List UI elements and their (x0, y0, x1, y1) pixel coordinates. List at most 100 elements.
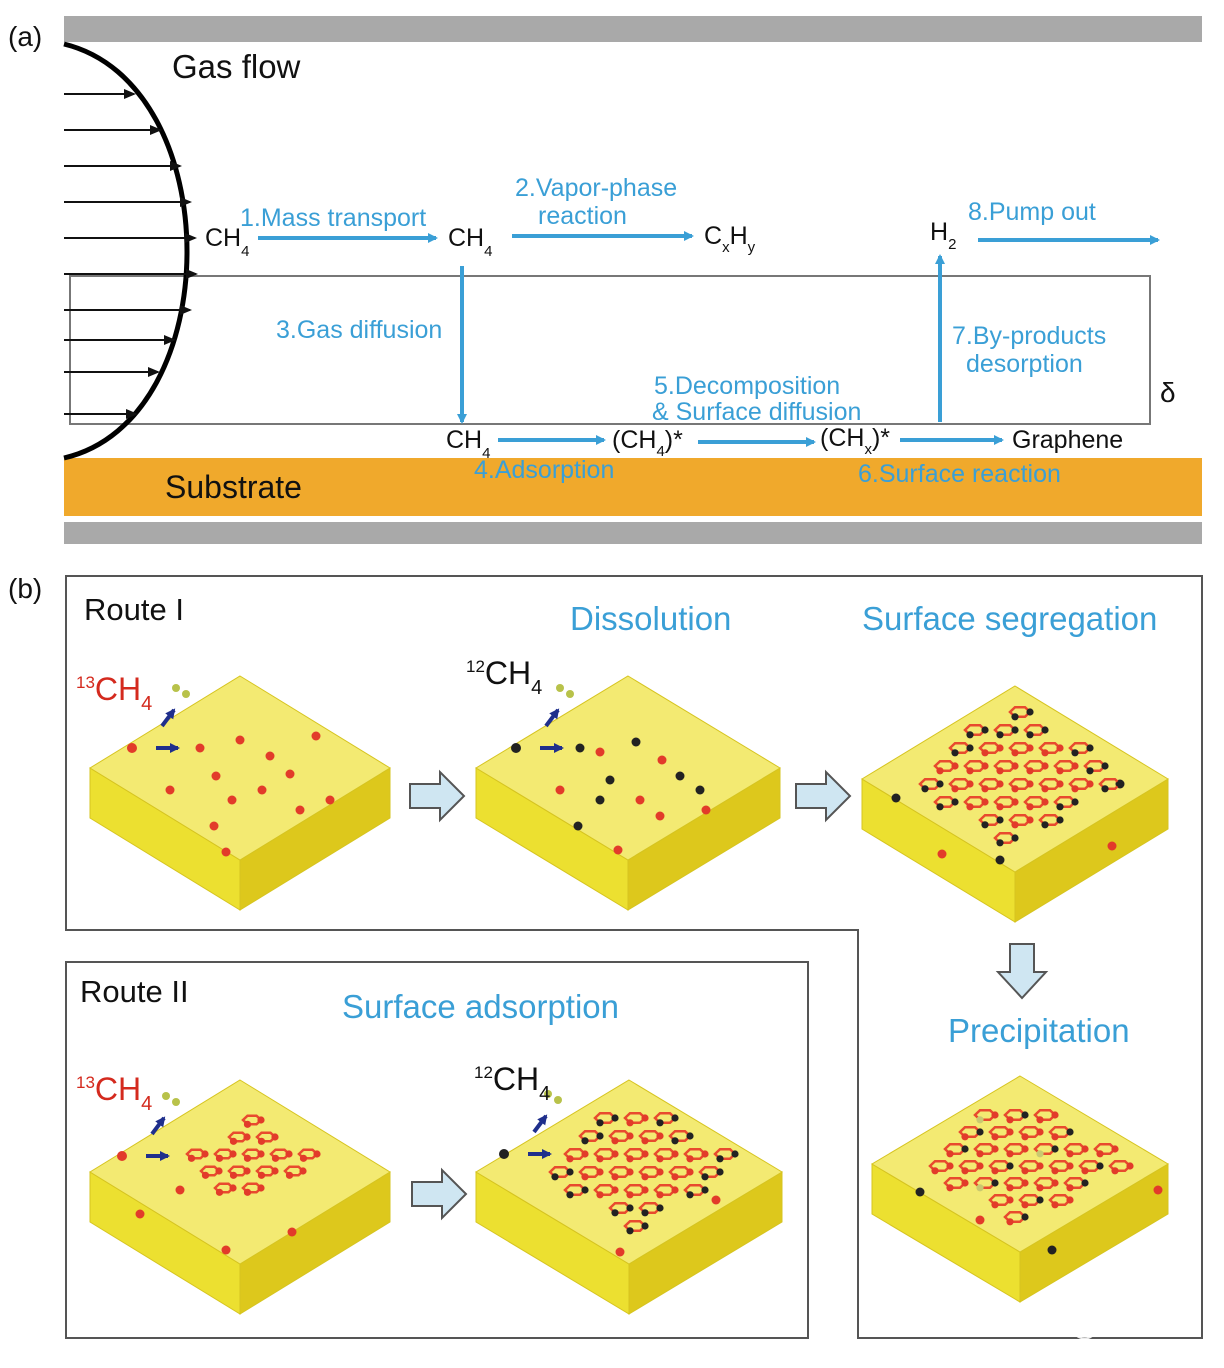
step-4-label: 4.Adsorption (474, 456, 614, 484)
ch4-inlet: CH4 (205, 224, 249, 260)
cube-route1-precipitation-graphene (928, 1108, 1134, 1226)
cube-route1-start-atom-4 (211, 771, 221, 781)
ch4-surface: CH4 (446, 426, 490, 462)
delta-symbol: δ (1160, 377, 1176, 408)
h2-product: H2 (930, 218, 956, 253)
cube-route2-start-adsorb-arrow-1 (150, 1116, 166, 1136)
surface-adsorption-label: Surface adsorption (342, 988, 619, 1025)
cube-route1-dissolution-atom-13 (613, 845, 623, 855)
step-3-label: 3.Gas diffusion (276, 316, 442, 344)
cube-route2-adsorption-adsorb-arrow-1 (532, 1114, 548, 1134)
panel-b: (b) Route I Route II Dissolution Surface… (8, 573, 1203, 1339)
ch4-gas: CH4 (448, 224, 492, 260)
cube-route1-dissolution (475, 675, 781, 911)
cube-route1-start-atom-1 (195, 743, 205, 753)
block-arrow-3 (995, 943, 1049, 1000)
panel-a: (a) Substrate δ Gas flow CH4 1.Mass tran… (8, 16, 1202, 544)
watermark: 知乎 @宫非 (1000, 1307, 1160, 1342)
cube-route1-dissolution-atom-12 (655, 811, 665, 821)
cube-route1-dissolution-atom-3 (631, 737, 641, 747)
step-8-label: 8.Pump out (968, 198, 1096, 226)
cube-route1-start-adsorb-arrow-1 (160, 708, 176, 728)
ch4-adsorbed: (CH4)* (612, 426, 683, 460)
block-arrow-1 (409, 769, 466, 823)
cube-route2-start-atom-4 (135, 1209, 145, 1219)
panel-a-label: (a) (8, 21, 42, 52)
cube-route1-segregation-atom-5 (995, 855, 1005, 865)
c12-methane-route-2: 12CH4 (474, 1061, 550, 1105)
cube-route1-start-atom-9 (209, 821, 219, 831)
cube-route1-segregation-atom-1 (891, 793, 901, 803)
cube-route1-precipitation (871, 1075, 1169, 1303)
step-2-label-line2: reaction (538, 202, 627, 230)
cube-route2-adsorption-atom-1 (615, 1247, 625, 1257)
cube-route1-start-atom-11 (325, 795, 335, 805)
cube-route1-segregation-graphene (918, 705, 1124, 847)
cube-route2-start-atom-3 (287, 1227, 297, 1237)
route-2-frame (65, 961, 809, 1339)
cube-route1-precipitation-atom-1 (915, 1187, 925, 1197)
cube-route1-precipitation-top-face (871, 1075, 1169, 1253)
cube-route1-dissolution-atom-10 (701, 805, 711, 815)
cube-route1-dissolution-atom-7 (675, 771, 685, 781)
cube-route1-precipitation-atom-4 (975, 1215, 985, 1225)
cube-route1-segregation-atom-2 (937, 849, 947, 859)
step-6-label: 6.Surface reaction (858, 460, 1061, 488)
surface-segregation-label: Surface segregation (862, 600, 1157, 637)
cube-route1-dissolution-atom-14 (695, 785, 705, 795)
cube-route1-start (89, 675, 391, 911)
block-arrow-2 (795, 769, 852, 823)
cube-route1-dissolution-atom-5 (605, 775, 615, 785)
cube-route1-dissolution-atom-1 (575, 743, 585, 753)
route-2-label: Route II (80, 974, 189, 1009)
top-wall (64, 16, 1202, 42)
cube-route2-start-graphene (185, 1114, 321, 1196)
dissolution-label: Dissolution (570, 600, 731, 637)
step-2-label-line1: 2.Vapor-phase (515, 174, 677, 202)
graphene-label: Graphene (1012, 426, 1123, 454)
cube-route2-start-atom-2 (221, 1245, 231, 1255)
cube-route1-start-atom-6 (285, 769, 295, 779)
chx-adsorbed: (CHx)* (820, 424, 890, 458)
route-1-frame (65, 575, 1203, 1339)
cube-route2-start (89, 1079, 391, 1315)
block-arrow-4 (411, 1167, 468, 1221)
cube-route1-dissolution-atom-9 (595, 795, 605, 805)
route-1-label: Route I (84, 592, 184, 627)
cube-route1-dissolution-adsorb-arrow-1 (544, 708, 560, 728)
cube-route2-start-atom-1 (175, 1185, 185, 1195)
gas-flow-label: Gas flow (172, 48, 301, 85)
cube-route1-segregation (861, 685, 1169, 923)
substrate-layer (64, 458, 1202, 516)
cube-route2-adsorption-graphene (548, 1111, 739, 1235)
c13-methane-route-1: 13CH4 (76, 671, 152, 715)
velocity-profile-curve (63, 41, 190, 461)
cxhy-product: CxHy (704, 222, 756, 256)
step-7-label-line2: desorption (966, 350, 1083, 378)
cube-route1-dissolution-atom-8 (635, 795, 645, 805)
step-5-label-line1: 5.Decomposition (654, 372, 840, 400)
cube-route1-precipitation-atom-3 (1153, 1185, 1163, 1195)
c13-methane-route-2: 13CH4 (76, 1071, 152, 1115)
cube-route1-start-atom-3 (265, 751, 275, 761)
cube-route1-start-atom-10 (257, 785, 267, 795)
cube-route1-dissolution-atom-6 (555, 785, 565, 795)
substrate-label: Substrate (165, 469, 302, 505)
bottom-wall (64, 522, 1202, 544)
cube-route1-start-atom-7 (227, 795, 237, 805)
panel-b-label: (b) (8, 573, 42, 604)
cube-route1-start-atom-12 (221, 847, 231, 857)
precipitation-label: Precipitation (948, 1012, 1130, 1049)
cube-route2-adsorption (475, 1079, 783, 1315)
step-5-label-line2: & Surface diffusion (652, 398, 861, 426)
step-7-label-line1: 7.By-products (952, 322, 1106, 350)
cube-route1-dissolution-atom-2 (595, 747, 605, 757)
cube-route1-start-atom-2 (235, 735, 245, 745)
cube-route1-start-atom-8 (295, 805, 305, 815)
cube-route1-start-atom-13 (311, 731, 321, 741)
cube-route1-dissolution-atom-4 (657, 755, 667, 765)
cubes (89, 675, 1169, 1315)
boundary-layer-box (69, 275, 1151, 425)
cube-route1-dissolution-atom-11 (573, 821, 583, 831)
